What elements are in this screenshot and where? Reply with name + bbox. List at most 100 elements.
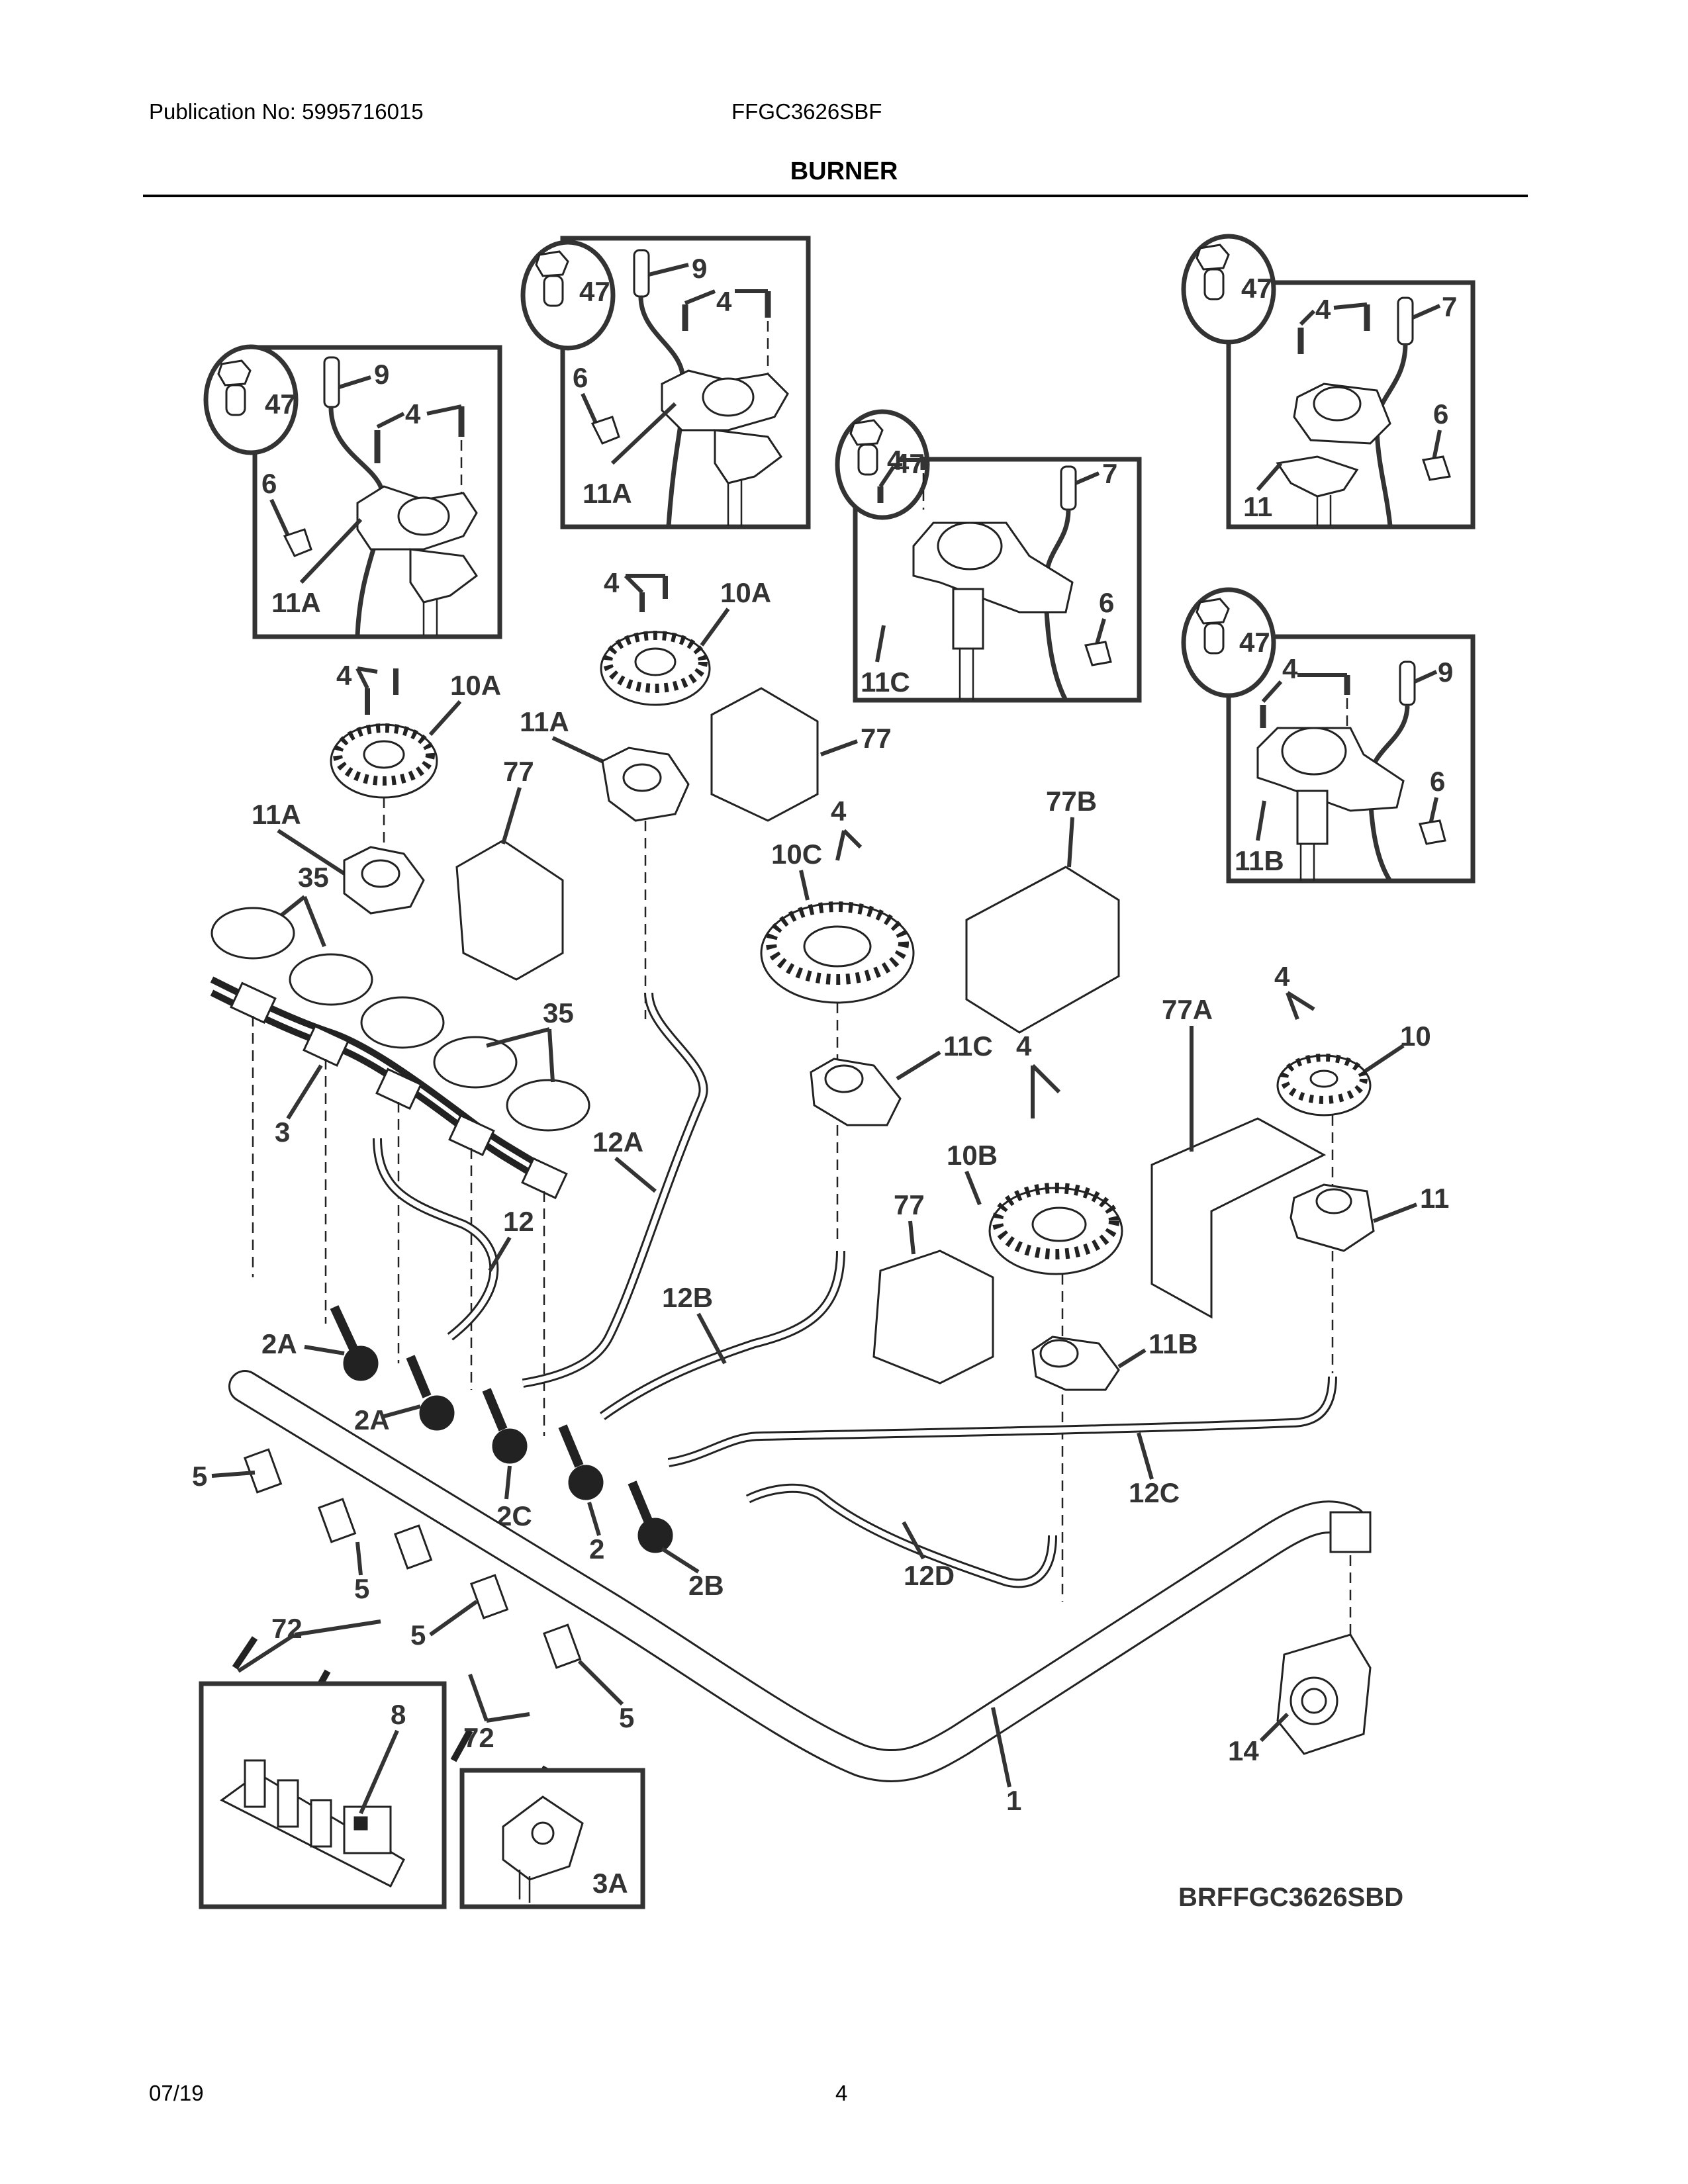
- leader-4: [357, 666, 378, 674]
- label-1: 1: [1006, 1785, 1021, 1816]
- leader-4: [376, 412, 405, 429]
- label-4: 4: [831, 796, 847, 827]
- leader-5: [577, 1659, 624, 1706]
- label-47: 47: [265, 388, 296, 420]
- leader-12A: [614, 1156, 657, 1193]
- label-6: 6: [1433, 398, 1448, 430]
- label-10C: 10C: [771, 839, 822, 870]
- leader-11B: [1117, 1348, 1147, 1369]
- leader-1: [991, 1707, 1011, 1788]
- label-6: 6: [1430, 766, 1445, 797]
- leader-35b: [547, 1028, 555, 1083]
- ignitor-block-icon: [303, 1024, 350, 1067]
- inset-frame: [1226, 280, 1476, 529]
- leader-9: [338, 375, 371, 389]
- leader-5: [429, 1600, 478, 1637]
- burner-base-11A-icon: [661, 369, 789, 526]
- leader-7: [1411, 304, 1441, 320]
- center-rear-burner-assembly: 4 10A 11A: [520, 567, 771, 1019]
- header-divider: [143, 195, 1528, 197]
- label-5: 5: [192, 1461, 207, 1492]
- valve-2C-icon: [482, 1388, 528, 1464]
- label-2B: 2B: [688, 1570, 724, 1601]
- right-rear-burner-assembly: 4 10 11: [1274, 961, 1449, 1373]
- screw-4-icon: [374, 406, 465, 463]
- label-47: 47: [1239, 627, 1270, 658]
- leader-35b: [303, 895, 326, 948]
- screw-72-icon: [450, 1729, 473, 1762]
- valve-2-icon: [558, 1424, 604, 1500]
- burner-base-11C-icon: [810, 1058, 902, 1126]
- clip-5-icon: [393, 1524, 433, 1570]
- bracket-77B: 77B: [965, 786, 1120, 1034]
- inset-11B: 47 4 9 6 11B: [1181, 587, 1476, 884]
- burner-head-10C-icon: [760, 901, 915, 1004]
- clip-6-icon: [283, 528, 312, 557]
- burner-valves: 2A 2A 2C 2 2B: [261, 1305, 724, 1601]
- ignitor-block-icon: [375, 1068, 422, 1110]
- leader-10A: [700, 608, 730, 647]
- label-10B: 10B: [947, 1140, 998, 1171]
- label-77: 77: [861, 723, 892, 754]
- leader-11: [1372, 1203, 1418, 1223]
- drawing-code: BRFFGC3626SBD: [1178, 1883, 1403, 1912]
- leader-4b: [1031, 1064, 1061, 1094]
- front-center-burner-assembly: 4 10B 11B: [947, 1030, 1198, 1602]
- leader-12D: [902, 1521, 925, 1560]
- bracket-77-front: 77: [872, 1189, 994, 1385]
- label-4: 4: [716, 286, 732, 317]
- gas-tubes: 12 12A 12B 12C 12D: [373, 992, 1337, 1591]
- leader-72: [468, 1673, 489, 1722]
- burner-base-11A-icon: [343, 846, 425, 915]
- footer-date: 07/19: [149, 2081, 204, 2105]
- label-4: 4: [1315, 294, 1331, 325]
- inset-3A: 3A: [459, 1768, 645, 1909]
- inset-11C: 47 4 7 6 11C: [835, 409, 1142, 703]
- label-9: 9: [374, 359, 389, 390]
- leader-72b: [294, 1619, 381, 1637]
- label-35: 35: [543, 997, 574, 1028]
- leader-4: [684, 289, 716, 305]
- leader-4b: [355, 667, 369, 690]
- label-47: 47: [894, 448, 925, 479]
- clip-6-icon: [1422, 455, 1451, 481]
- bracket-77A: 77A: [1150, 994, 1327, 1319]
- left-rear-burner-assembly: 4 10A 11A 35: [252, 660, 501, 948]
- leader-12B: [696, 1312, 727, 1365]
- label-11B: 11B: [1235, 845, 1284, 876]
- leader-11A: [277, 829, 346, 876]
- label-10: 10: [1400, 1021, 1431, 1052]
- label-72: 72: [463, 1722, 494, 1753]
- burner-base-11A-icon: [356, 485, 479, 635]
- leader-2B: [661, 1547, 700, 1574]
- burner-head-10A-icon: [330, 723, 438, 799]
- spreader-cap-35-icon: [211, 907, 295, 960]
- leader-10A: [428, 700, 462, 737]
- leader-7: [1074, 471, 1100, 485]
- clip-5-icon: [542, 1623, 582, 1669]
- label-10A: 10A: [450, 670, 501, 701]
- leader-35: [486, 1027, 550, 1048]
- leader-2A: [304, 1345, 345, 1355]
- burner-base-11-icon: [1289, 1183, 1375, 1252]
- label-11: 11: [1420, 1183, 1449, 1214]
- valve-2A-icon: [330, 1305, 379, 1381]
- burner-head-10A-icon: [600, 631, 711, 706]
- label-5: 5: [354, 1573, 369, 1604]
- leader-4: [1261, 680, 1283, 704]
- orifice-47-icon: [217, 359, 252, 416]
- leader-10C: [799, 870, 810, 901]
- label-10A: 10A: [720, 577, 771, 608]
- center-large-burner-assembly: 4 10C 11C: [760, 796, 993, 1244]
- model-number: FFGC3626SBF: [731, 99, 882, 124]
- label-11A: 11A: [252, 799, 301, 830]
- inset-11A-left: 47 9 4 6 11A: [203, 344, 502, 639]
- label-9: 9: [1438, 657, 1453, 688]
- spreader-cap-35-icon: [360, 996, 445, 1049]
- spreader-cap-35-icon: [506, 1079, 590, 1132]
- clip-5-icon: [317, 1498, 357, 1543]
- burner-head-10B-icon: [988, 1183, 1123, 1275]
- ignitor-block-icon: [230, 981, 277, 1024]
- leader-3: [286, 1064, 323, 1120]
